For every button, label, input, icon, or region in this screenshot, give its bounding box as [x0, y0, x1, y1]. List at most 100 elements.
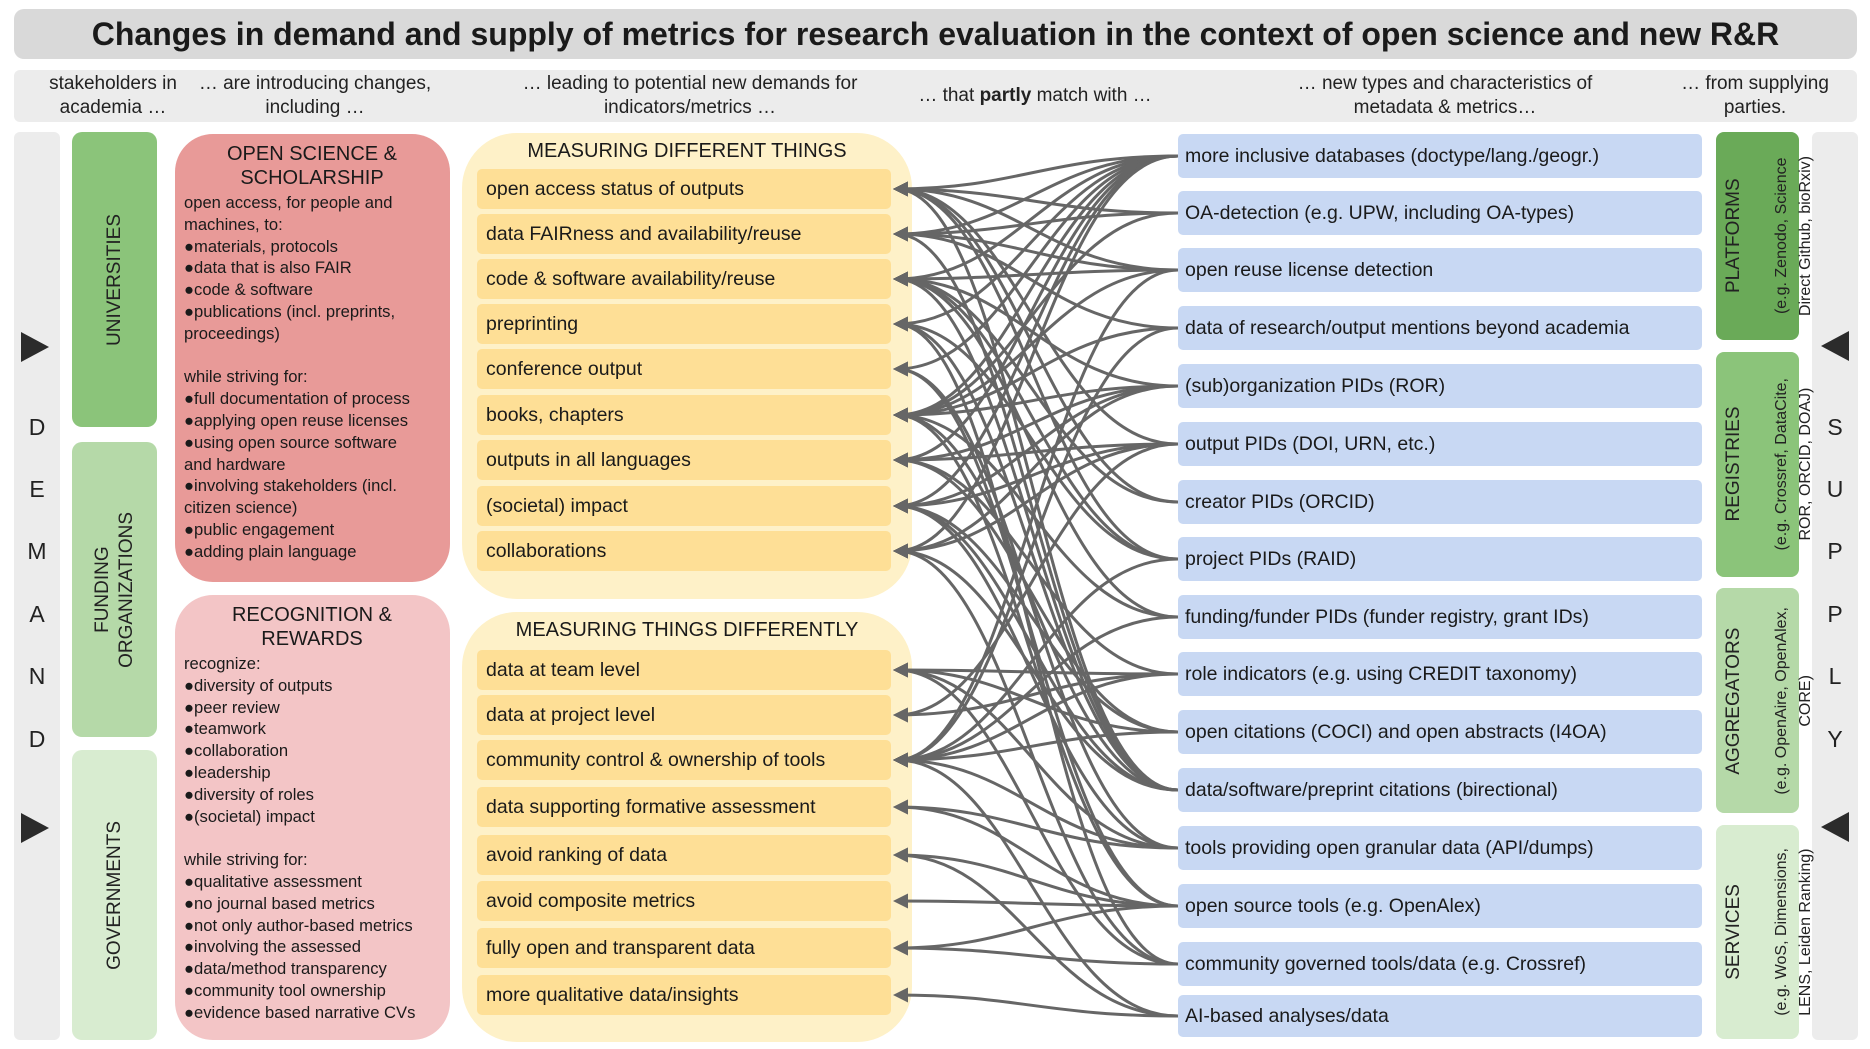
supply-item: tools providing open granular data (API/…: [1178, 826, 1702, 870]
demand-item: data FAIRness and availability/reuse: [477, 214, 891, 254]
connection-line: [893, 847, 1179, 1018]
supply-item: more inclusive databases (doctype/lang./…: [1178, 134, 1702, 178]
supply-item: open reuse license detection: [1178, 248, 1702, 292]
change-text: recognize: ●diversity of outputs ●peer r…: [184, 654, 416, 1022]
connection-line: [893, 181, 1179, 272]
supply-item: creator PIDs (ORCID): [1178, 480, 1702, 524]
demand-letter: N: [28, 663, 46, 689]
connection-line: [893, 271, 1179, 561]
connection-line: [893, 316, 1179, 792]
connection-line: [893, 407, 1179, 792]
supply-letter: S: [1827, 414, 1843, 440]
connection-line: [893, 316, 1179, 561]
supplier-platforms: PLATFORMS (e.g. Zenodo, Science Direct G…: [1716, 132, 1814, 340]
demand-item: code & software availability/reuse: [477, 259, 891, 299]
header-match-pre: … that: [918, 85, 980, 106]
connection-line: [893, 271, 1179, 388]
connection-line: [893, 154, 1179, 559]
demand-item: conference output: [477, 349, 891, 389]
connection-line: [893, 181, 1179, 504]
demand-item: books, chapters: [477, 395, 891, 435]
connection-line: [893, 662, 1179, 734]
supply-item: role indicators (e.g. using CREDIT taxon…: [1178, 652, 1702, 696]
change-recognition-rewards: RECOGNITION & REWARDS recognize: ●divers…: [175, 595, 450, 1040]
demand-item: more qualitative data/insights: [477, 975, 891, 1015]
demand-group-title: MEASURING DIFFERENT THINGS: [527, 140, 847, 162]
connection-line: [893, 498, 1179, 734]
connection-line: [893, 154, 1179, 197]
connection-line: [893, 268, 1179, 287]
header-demands: … leading to potential new demands for i…: [522, 73, 858, 118]
connection-line: [893, 752, 1179, 1018]
connection-line: [893, 361, 1179, 908]
change-title: RECOGNITION & REWARDS: [231, 604, 392, 650]
column-header-band: [14, 70, 1857, 122]
connection-line: [893, 987, 1179, 1018]
connection-line: [893, 154, 1179, 287]
demand-letter: E: [29, 476, 45, 502]
supply-item: output PIDs (DOI, URN, etc.): [1178, 422, 1702, 466]
header-changes: … are introducing changes, including …: [198, 73, 432, 118]
connection-line: [893, 615, 1179, 768]
connection-line: [893, 154, 1179, 423]
change-text: open access, for people and machines, to…: [184, 193, 410, 561]
header-match: … that partly match with …: [890, 72, 1180, 120]
connection-line: [893, 226, 1179, 272]
connection-line: [893, 893, 1179, 909]
supplier-aggregators: AGGREGATORS (e.g. OpenAire, OpenAlex, CO…: [1716, 588, 1814, 813]
connection-line: [893, 407, 1179, 908]
demand-item: community control & ownership of tools: [477, 740, 891, 780]
supplier-registries: REGISTRIES (e.g. Crossref, DataCite, ROR…: [1716, 352, 1814, 577]
connection-line: [893, 672, 1179, 723]
demand-item: avoid ranking of data: [477, 835, 891, 875]
supply-letter: L: [1828, 663, 1842, 689]
supply-letter: P: [1827, 601, 1843, 627]
supply-item: data/software/preprint citations (birect…: [1178, 768, 1702, 812]
connection-line: [893, 226, 1179, 792]
header-match-post: match with …: [1031, 85, 1152, 106]
connection-line: [893, 154, 1179, 468]
connection-line: [893, 361, 1179, 850]
connection-line: [893, 442, 1179, 468]
supplier-services: SERVICES (e.g. WoS, Dimensions, LENS, Le…: [1716, 825, 1814, 1039]
demand-group-title: MEASURING THINGS DIFFERENTLY: [515, 619, 859, 641]
supply-item: open source tools (e.g. OpenAlex): [1178, 884, 1702, 928]
connection-line: [893, 904, 1179, 956]
demand-arrow-bottom-icon: [21, 813, 49, 843]
connection-line: [893, 672, 1179, 768]
connection-line: [893, 211, 1179, 242]
connection-line: [893, 543, 1179, 792]
supply-item: funding/funder PIDs (funder registry, gr…: [1178, 595, 1702, 639]
change-open-science: OPEN SCIENCE & SCHOLARSHIP open access, …: [175, 134, 450, 582]
supply-item: data of research/output mentions beyond …: [1178, 306, 1702, 350]
header-suppliers: … from supplying parties.: [1681, 73, 1829, 118]
supply-arrow-top-icon: [1821, 331, 1849, 361]
connection-line: [893, 271, 1179, 619]
connection-line: [893, 181, 1179, 446]
connection-line: [893, 181, 1179, 215]
connection-line: [893, 181, 1179, 792]
stakeholder-governments: GOVERNMENTS: [72, 750, 157, 1040]
demand-item: fully open and transparent data: [477, 928, 891, 968]
connection-line: [893, 442, 1179, 559]
supply-letter: Y: [1827, 726, 1843, 752]
connection-line: [893, 752, 1179, 850]
connection-line: [893, 442, 1179, 514]
demand-letter: D: [28, 726, 46, 752]
supply-letter: U: [1826, 476, 1844, 502]
supply-item: AI-based analyses/data: [1178, 995, 1702, 1037]
change-title: OPEN SCIENCE & SCHOLARSHIP: [226, 143, 398, 189]
stakeholder-funding-organizations: FUNDING ORGANIZATIONS: [72, 442, 157, 737]
demand-item: data at team level: [477, 650, 891, 690]
demand-letter: A: [29, 601, 45, 627]
demand-item: open access status of outputs: [477, 169, 891, 209]
connection-line: [893, 662, 1179, 966]
connection-line: [893, 940, 1179, 966]
header-match-bold: partly: [979, 85, 1032, 106]
connection-line: [893, 799, 1179, 908]
demand-letter: M: [27, 538, 47, 564]
demand-letter: D: [28, 414, 46, 440]
connection-line: [893, 799, 1179, 850]
connection-line: [893, 442, 1179, 723]
connection-line: [893, 154, 1179, 242]
